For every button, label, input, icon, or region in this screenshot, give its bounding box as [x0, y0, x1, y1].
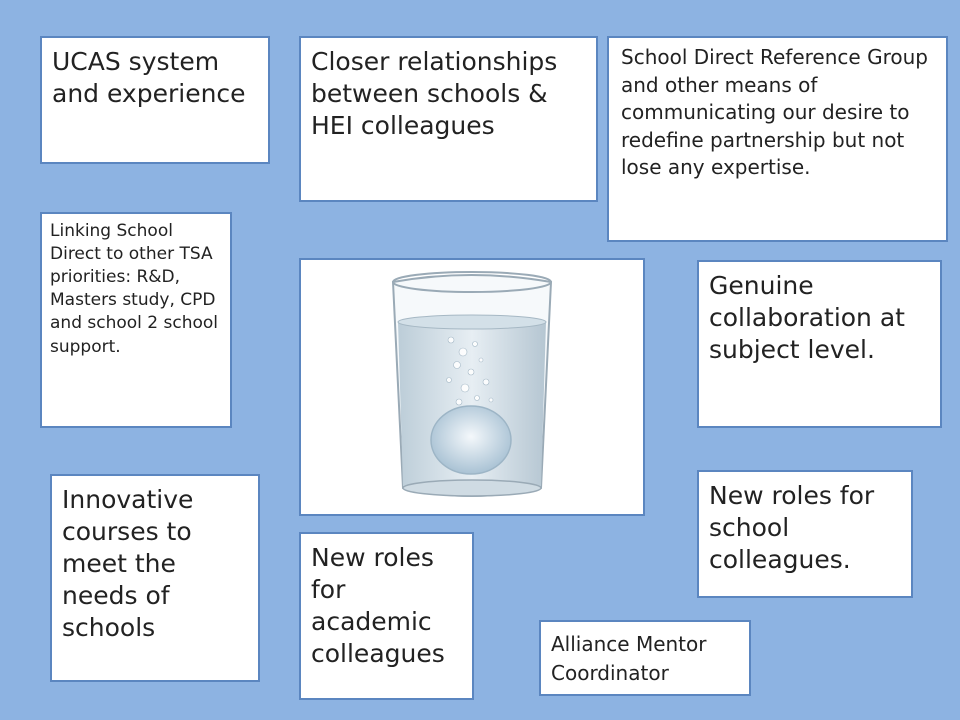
glass-image [299, 258, 645, 516]
mentor-coordinator-box: Alliance Mentor Coordinator [539, 620, 751, 696]
innovative-courses-box: Innovative courses to meet the needs of … [50, 474, 260, 682]
glass-of-water-icon [391, 271, 553, 497]
closer-relationships-box: Closer relationships between schools & H… [299, 36, 598, 202]
linking-school-direct-box: Linking School Direct to other TSA prior… [40, 212, 232, 428]
genuine-collaboration-box: Genuine collaboration at subject level. [697, 260, 942, 428]
school-roles-box: New roles for school colleagues. [697, 470, 913, 598]
ucas-box: UCAS system and experience [40, 36, 270, 164]
academic-roles-box: New roles for academic colleagues [299, 532, 474, 700]
reference-group-box: School Direct Reference Group and other … [607, 36, 948, 242]
